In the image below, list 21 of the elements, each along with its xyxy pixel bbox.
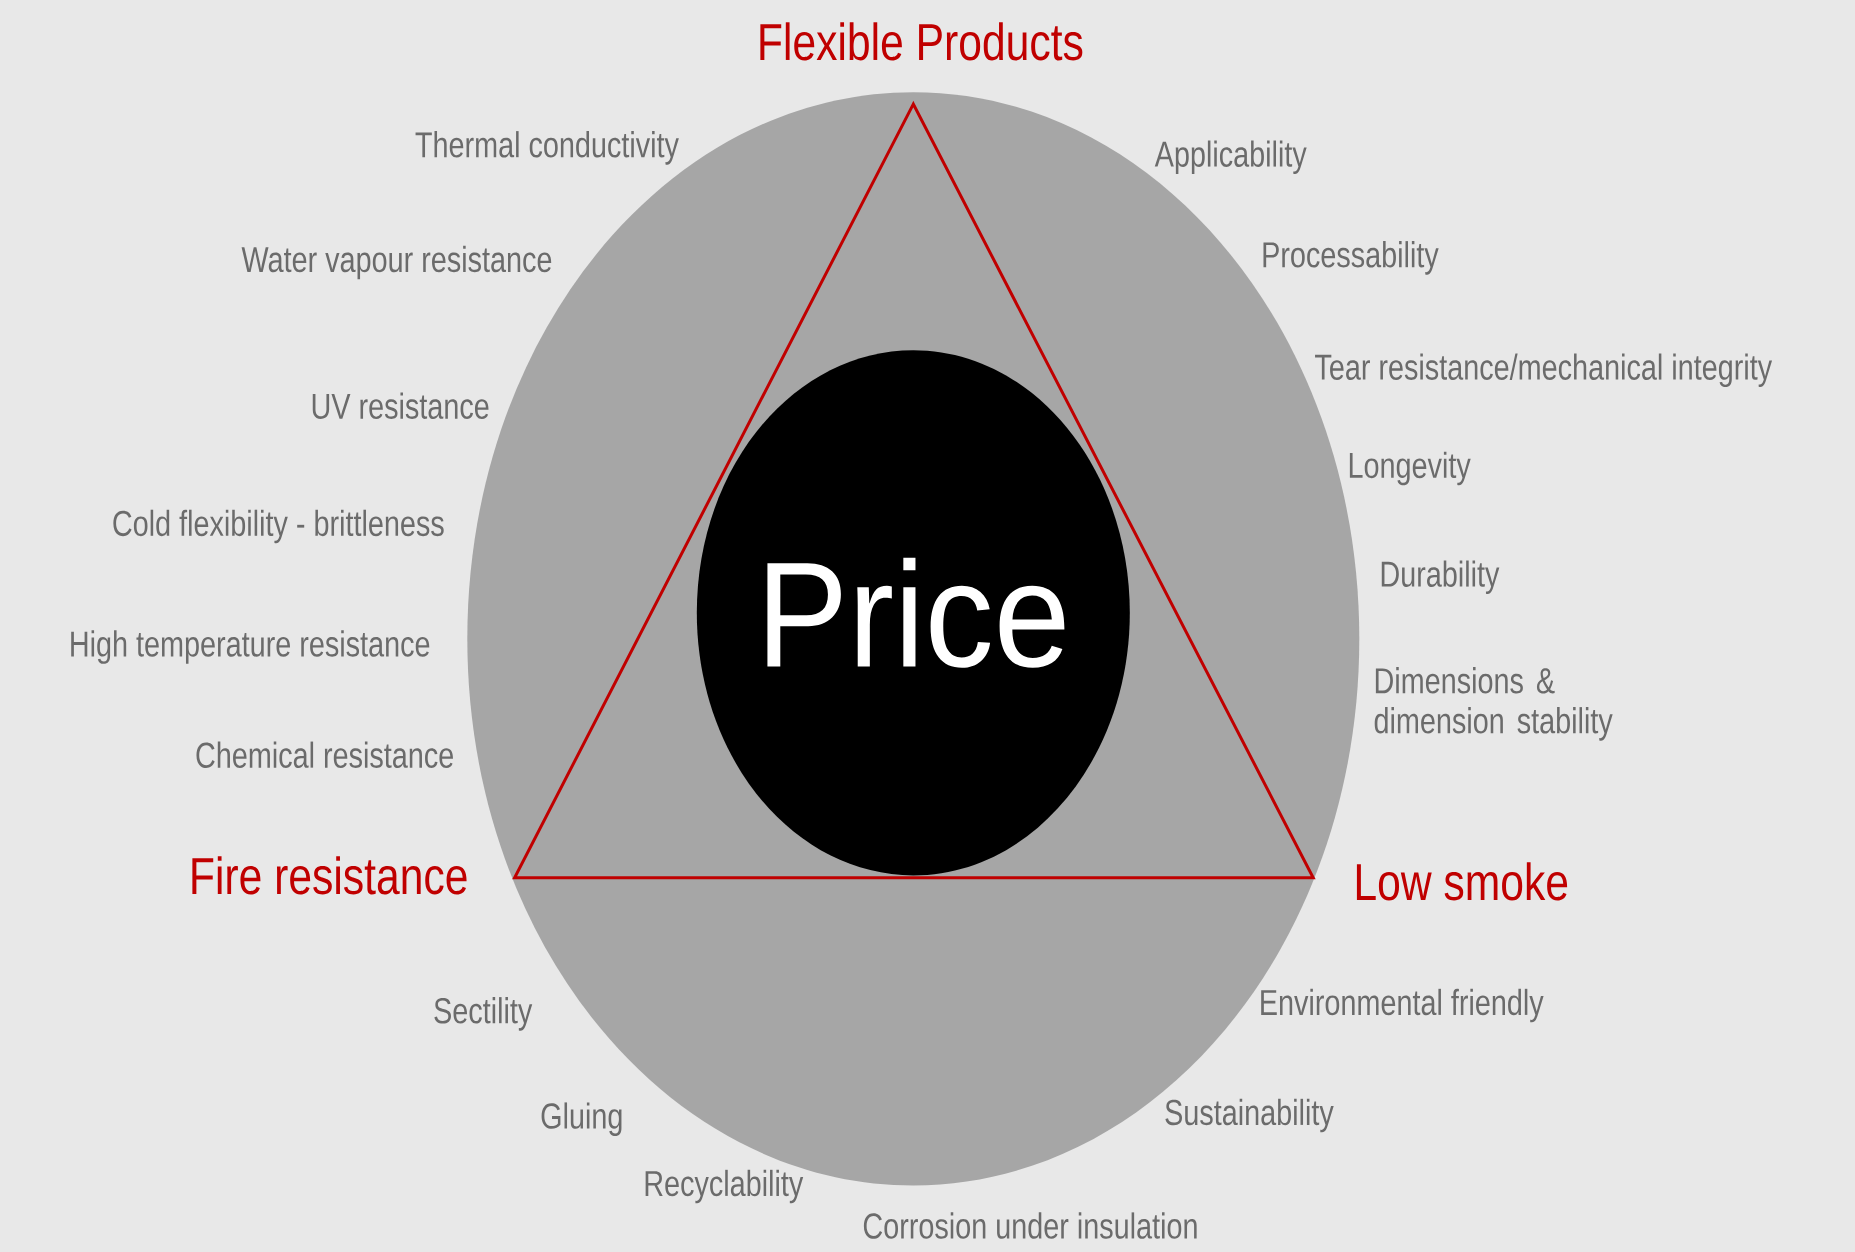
vertex-label: Fire resistance [192, 856, 467, 895]
property-label: Tear resistance/mechanical integrity [1315, 353, 1773, 388]
property-label: High temperature resistance [71, 630, 430, 664]
property-label: Sustainability [1165, 1098, 1334, 1133]
property-label: Applicability [1154, 140, 1307, 175]
property-label: UV resistance [312, 392, 489, 419]
property-label: Longevity [1349, 451, 1471, 486]
property-label: Corrosion under insulation [863, 1212, 1197, 1239]
property-label: Recyclability [645, 1169, 804, 1204]
vertex-label: Low smoke [1356, 862, 1568, 901]
property-label: Sectility [434, 997, 533, 1031]
property-label: Dimensions & dimension stability [1374, 667, 1613, 741]
vertex-label: Flexible Products [760, 22, 1083, 61]
property-label: Durability [1381, 560, 1500, 595]
property-label: Chemical resistance [196, 741, 453, 768]
property-label: Environmental friendly [1261, 988, 1544, 1023]
property-label: Cold flexibility - brittleness [113, 509, 444, 544]
property-label: Gluing [541, 1102, 622, 1136]
property-label: Thermal conductivity [415, 131, 679, 165]
property-label: Water vapour resistance [241, 245, 552, 280]
property-label: Processability [1263, 241, 1439, 275]
